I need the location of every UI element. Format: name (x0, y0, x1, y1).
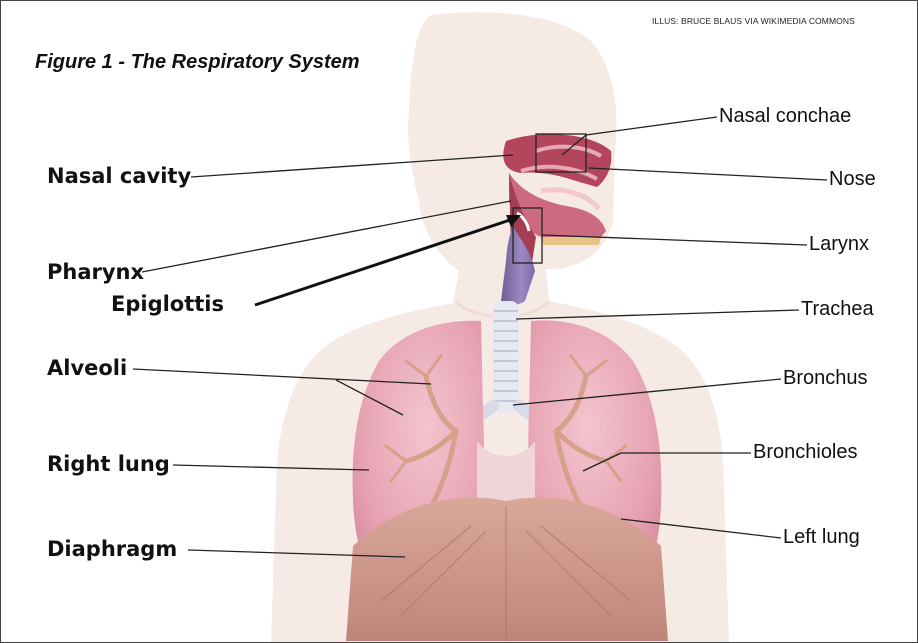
label-bronchus: Bronchus (783, 367, 868, 390)
label-trachea: Trachea (801, 298, 874, 321)
label-nasal-cavity: Nasal cavity (47, 164, 191, 188)
diaphragm (346, 497, 668, 641)
label-left-lung: Left lung (783, 526, 860, 549)
image-credit: ILLUS: BRUCE BLAUS VIA WIKIMEDIA COMMONS (652, 16, 855, 26)
label-pharynx: Pharynx (47, 260, 144, 284)
label-bronchioles: Bronchioles (753, 441, 858, 464)
label-epiglottis: Epiglottis (111, 292, 224, 316)
label-nasal-conchae: Nasal conchae (719, 105, 851, 128)
figure-title: Figure 1 - The Respiratory System (35, 51, 360, 74)
label-alveoli: Alveoli (47, 356, 127, 380)
label-larynx: Larynx (809, 233, 869, 256)
label-diaphragm: Diaphragm (47, 537, 177, 561)
label-nose: Nose (829, 168, 876, 191)
label-right-lung: Right lung (47, 452, 170, 476)
